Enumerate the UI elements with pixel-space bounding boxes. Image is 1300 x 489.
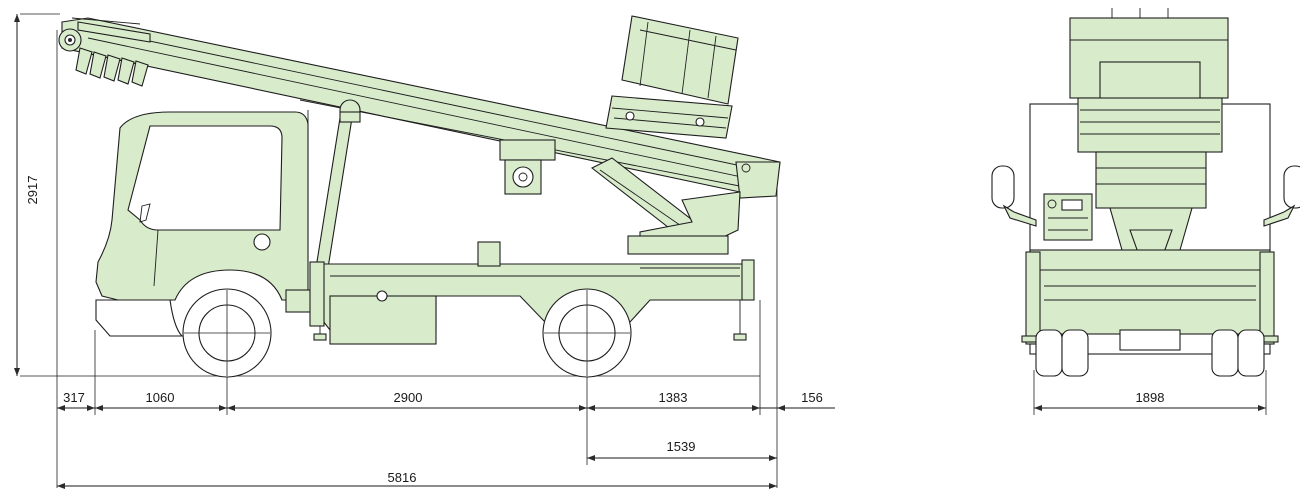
front-axle-label: 1060 [146,390,175,405]
ladder-boom [58,17,781,199]
dimension-row-2: 1539 [587,439,777,461]
front-strut [315,99,361,269]
rear-view-wheels [1035,329,1265,377]
dimension-row-3: 5816 [57,470,777,489]
side-mirrors [991,165,1300,227]
dimension-chain-row-1: 317 1060 2900 1383 156 [57,390,835,411]
truck-chassis [285,241,755,345]
truck-cab [95,110,309,337]
rear-boom-mechanism [1077,97,1223,259]
control-panel [1043,193,1093,241]
rear-basket [1069,8,1229,103]
height-dimension: 2917 [14,14,40,376]
rear-view: 1898 [991,8,1300,415]
lift-cylinder [590,157,741,255]
width-label: 1898 [1136,390,1165,405]
rear-frame [1021,249,1279,345]
platform-basket [605,15,739,139]
wheelbase-label: 2900 [394,390,423,405]
boom-head-slats [71,17,151,87]
winch-box [499,139,556,195]
front-overhang-label: 317 [63,390,85,405]
rear-extension-label: 156 [801,390,823,405]
width-dimension: 1898 [1033,370,1267,415]
overall-length-label: 5816 [388,470,417,485]
front-wheel [182,288,272,378]
height-label: 2917 [25,176,40,205]
side-view: 2917 317 1060 2900 1383 156 1539 [14,13,835,489]
rear-wheel [542,288,632,378]
rear-outrigger-label: 1383 [659,390,688,405]
boom-end-label: 1539 [667,439,696,454]
